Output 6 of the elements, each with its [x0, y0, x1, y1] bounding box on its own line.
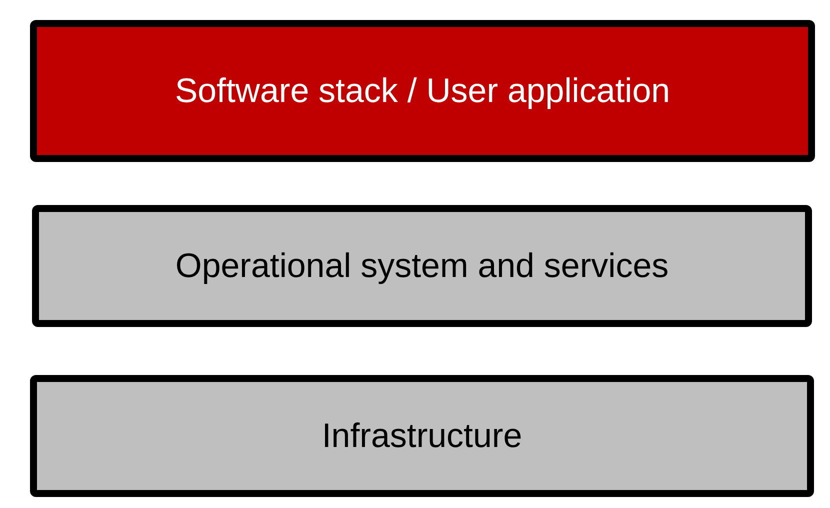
layer-label: Software stack / User application — [174, 72, 670, 110]
layer-box — [32, 205, 812, 327]
layer-box — [30, 20, 815, 162]
layer-box — [30, 375, 814, 497]
layer-label: Operational system and services — [175, 246, 669, 286]
layer-label: Infrastructure — [322, 416, 522, 456]
